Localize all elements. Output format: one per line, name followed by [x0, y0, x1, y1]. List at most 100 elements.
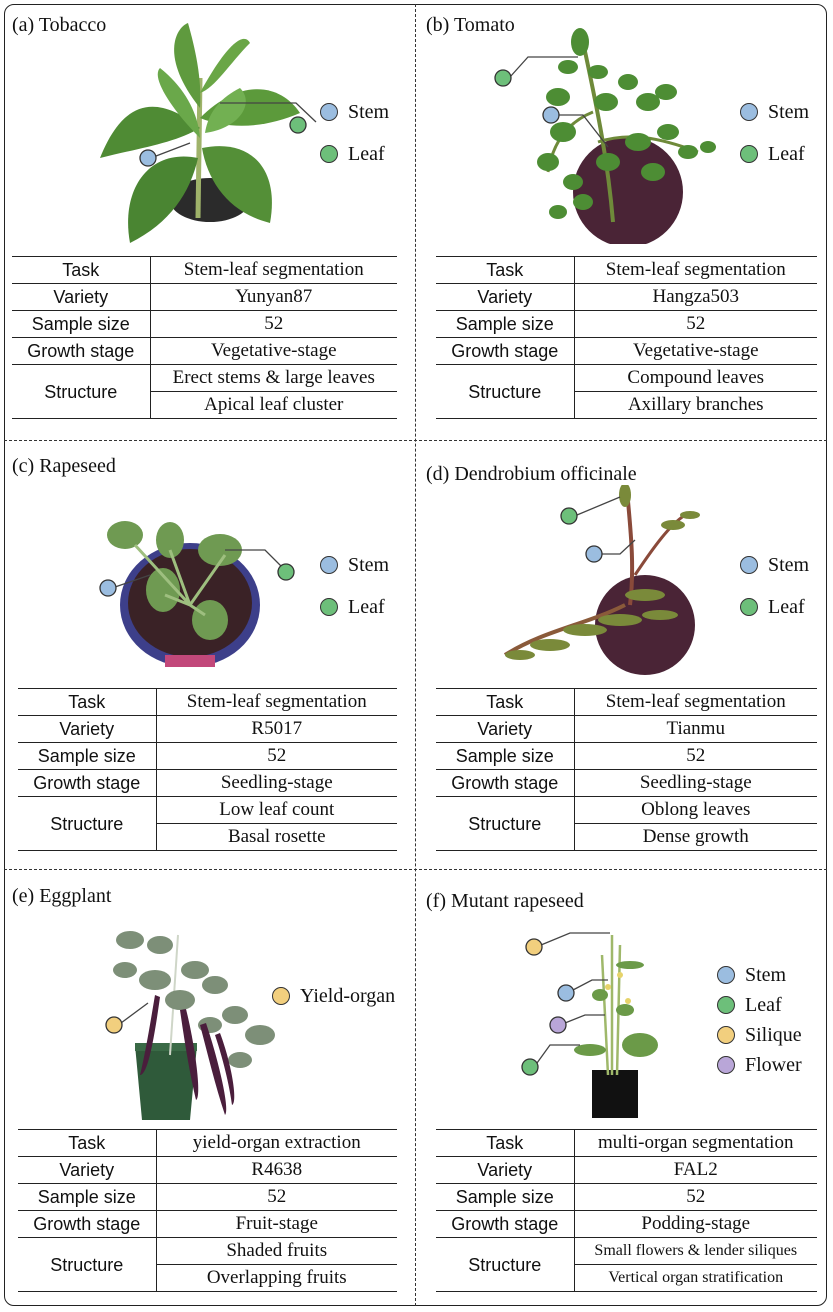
legend-item-stem: Stem [740, 91, 809, 133]
leaf-dot-icon [320, 598, 338, 616]
legend-item-leaf: Leaf [740, 586, 809, 628]
variety-value: R5017 [156, 715, 397, 743]
leaf-dot-icon [717, 996, 735, 1014]
leaf-dot-icon [740, 145, 758, 163]
structure-label: Structure [436, 796, 575, 851]
variety-label: Variety [18, 715, 157, 743]
silique-dot-icon [717, 1026, 735, 1044]
legend-item-stem: Stem [320, 91, 389, 133]
stage-label: Growth stage [18, 769, 157, 797]
structure-value: Erect stems & large leaves [150, 364, 397, 392]
legend-label: Yield-organ [300, 984, 396, 1007]
sample-value: 52 [574, 1183, 817, 1211]
structure-label: Structure [18, 1237, 157, 1292]
variety-label: Variety [12, 283, 151, 311]
rapeseed-plant-image [99, 521, 295, 667]
legend-label: Stem [768, 553, 810, 576]
task-value: multi-organ segmentation [574, 1129, 817, 1157]
table-row: Axillary branches [436, 391, 817, 419]
structure-label: Structure [18, 796, 157, 851]
variety-label: Variety [436, 283, 575, 311]
stage-value: Seedling-stage [156, 769, 397, 797]
legend-item-leaf: Leaf [320, 133, 389, 175]
panel-title: (d) Dendrobium officinale [426, 463, 637, 485]
legend-label: Flower [745, 1053, 802, 1076]
legend: Stem Leaf [740, 91, 809, 175]
sample-value: 52 [574, 310, 817, 338]
legend-label: Leaf [348, 142, 385, 165]
variety-label: Variety [436, 715, 575, 743]
legend: Stem Leaf [740, 544, 809, 628]
legend-label: Stem [768, 100, 810, 123]
stage-value: Seedling-stage [574, 769, 817, 797]
structure-value: Low leaf count [156, 796, 397, 824]
task-label: Task [18, 1129, 157, 1157]
structure-label: Structure [12, 364, 151, 419]
table-row: Vertical organ stratification [436, 1264, 817, 1292]
task-value: yield-organ extraction [156, 1129, 397, 1157]
variety-label: Variety [436, 1156, 575, 1184]
stem-dot-icon [320, 103, 338, 121]
panel-title: (a) Tobacco [12, 14, 107, 36]
legend-item-stem: Stem [717, 960, 802, 990]
sample-value: 52 [574, 742, 817, 770]
stem-dot-icon [717, 966, 735, 984]
stage-value: Fruit-stage [156, 1210, 397, 1238]
sample-label: Sample size [436, 1183, 575, 1211]
structure-label: Structure [436, 1237, 575, 1292]
legend: Yield-organ [272, 975, 395, 1017]
sample-value: 52 [150, 310, 397, 338]
panel-title: (b) Tomato [426, 14, 515, 36]
legend-item-leaf: Leaf [740, 133, 809, 175]
task-value: Stem-leaf segmentation [574, 256, 817, 284]
task-value: Stem-leaf segmentation [574, 688, 817, 716]
task-label: Task [12, 256, 151, 284]
stage-value: Vegetative-stage [150, 337, 397, 365]
legend-label: Leaf [768, 595, 805, 618]
structure-value: Overlapping fruits [156, 1264, 397, 1292]
task-value: Stem-leaf segmentation [150, 256, 397, 284]
task-label: Task [18, 688, 157, 716]
dendrobium-plant-image [503, 485, 700, 675]
panel-title: (e) Eggplant [12, 885, 112, 907]
table-row: Dense growth [436, 823, 817, 851]
legend-label: Leaf [745, 993, 782, 1016]
legend-label: Stem [348, 553, 390, 576]
variety-value: Yunyan87 [150, 283, 397, 311]
variety-value: Tianmu [574, 715, 817, 743]
eggplant-plant-image [105, 931, 275, 1120]
sample-value: 52 [156, 742, 397, 770]
structure-value: Compound leaves [574, 364, 817, 392]
sample-label: Sample size [18, 742, 157, 770]
stem-dot-icon [740, 556, 758, 574]
legend-label: Leaf [768, 142, 805, 165]
legend-item-yield-organ: Yield-organ [272, 975, 395, 1017]
variety-value: Hangza503 [574, 283, 817, 311]
flower-dot-icon [717, 1056, 735, 1074]
structure-value: Shaded fruits [156, 1237, 397, 1265]
task-label: Task [436, 688, 575, 716]
